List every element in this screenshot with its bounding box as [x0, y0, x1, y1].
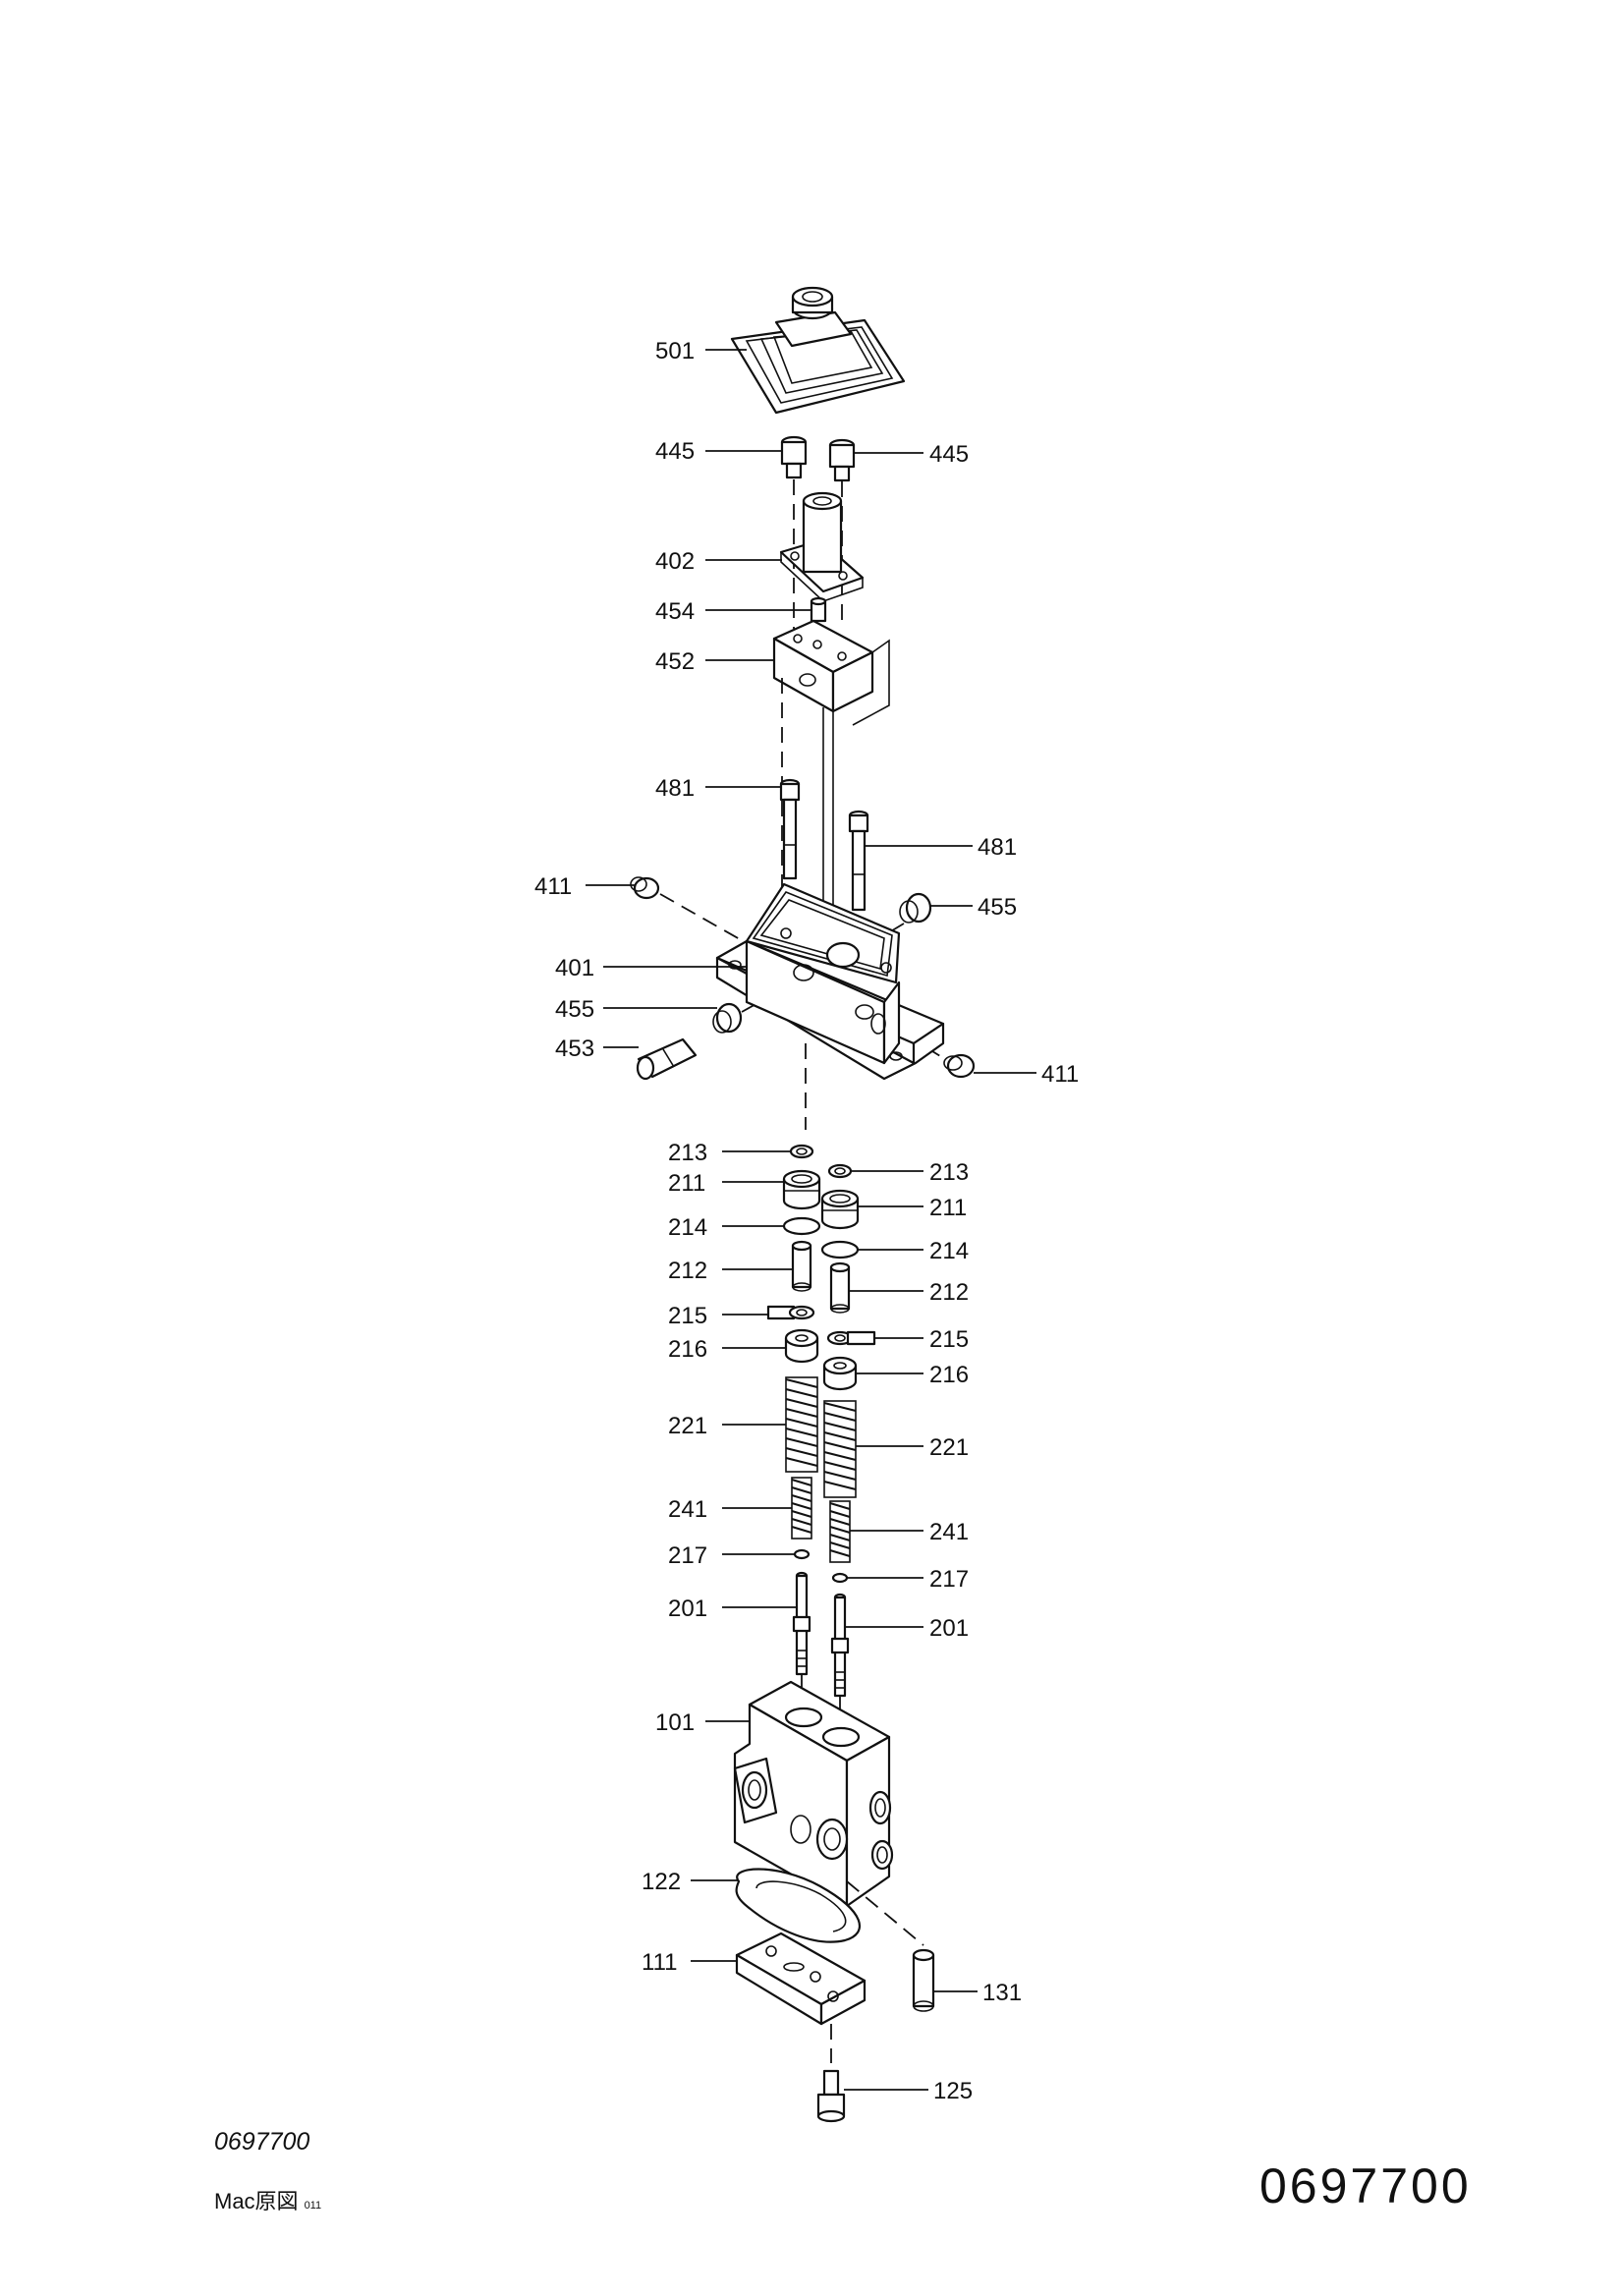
callout-452: 452 — [655, 648, 695, 675]
callout-411-right: 411 — [1041, 1061, 1079, 1088]
part-101-valve-body — [733, 1680, 894, 1908]
part-241-spring-left — [791, 1477, 812, 1540]
part-402-plate — [779, 491, 865, 602]
part-213-ring-right — [827, 1163, 853, 1179]
part-212-push-rod-left — [791, 1240, 812, 1292]
origin-code: 011 — [304, 2200, 322, 2212]
callout-201-right: 201 — [929, 1615, 969, 1642]
callout-216-left: 216 — [668, 1336, 707, 1363]
part-212-push-rod-right — [829, 1261, 851, 1314]
callout-217-right: 217 — [929, 1566, 969, 1593]
callout-454: 454 — [655, 598, 695, 625]
callout-445-left: 445 — [655, 438, 695, 465]
part-216-spring-seat-right — [822, 1356, 858, 1391]
callout-214-right: 214 — [929, 1238, 969, 1264]
part-217-washer-left — [793, 1548, 811, 1560]
callout-221-right: 221 — [929, 1434, 969, 1461]
callout-131: 131 — [982, 1980, 1022, 2006]
part-201-spool-left — [792, 1571, 811, 1676]
part-131-pin — [912, 1948, 935, 2012]
part-445-screw-right — [828, 438, 856, 482]
callout-211-left: 211 — [668, 1170, 705, 1197]
callout-455-left: 455 — [555, 996, 594, 1023]
part-214-oring-left — [782, 1216, 821, 1236]
callout-411-left: 411 — [534, 873, 572, 900]
callout-402: 402 — [655, 548, 695, 575]
callout-401: 401 — [555, 955, 594, 981]
part-481-bolt-right — [848, 810, 869, 912]
part-221-spring-left — [785, 1376, 818, 1473]
part-215-plate-left — [766, 1305, 815, 1320]
callout-481-left: 481 — [655, 775, 695, 802]
part-455-bushing-left — [712, 1002, 743, 1034]
callout-215-right: 215 — [929, 1326, 969, 1353]
document-number-large: 0697700 — [1259, 2158, 1472, 2213]
part-455-bushing-right — [899, 892, 932, 924]
callout-215-left: 215 — [668, 1303, 707, 1329]
part-213-ring-left — [789, 1144, 814, 1159]
part-211-seal-left — [782, 1169, 821, 1210]
callout-241-left: 241 — [668, 1496, 707, 1523]
part-445-screw-left — [780, 435, 808, 479]
part-216-spring-seat-left — [784, 1328, 819, 1364]
part-411-plug-left — [630, 876, 660, 900]
part-211-seal-right — [820, 1189, 860, 1230]
callout-445-right: 445 — [929, 441, 969, 468]
part-125-screw — [816, 2069, 846, 2123]
part-481-bolt-left — [779, 778, 801, 880]
callout-212-left: 212 — [668, 1258, 707, 1284]
callout-481-right: 481 — [978, 834, 1017, 861]
origin-note-label: Mac原図 — [214, 2189, 299, 2213]
part-111-plate — [735, 1932, 867, 2026]
callout-labels: 501 445 445 402 454 452 481 481 411 455 … — [534, 338, 1079, 2104]
callout-101: 101 — [655, 1709, 695, 1736]
part-453-pin — [636, 1037, 698, 1081]
callout-122: 122 — [642, 1869, 681, 1895]
part-122-oring — [735, 1868, 861, 1943]
callout-221-left: 221 — [668, 1413, 707, 1439]
part-201-spool-right — [830, 1593, 850, 1698]
callout-213-left: 213 — [668, 1140, 707, 1166]
callout-212-right: 212 — [929, 1279, 969, 1306]
part-401-casing — [715, 882, 945, 1081]
part-214-oring-right — [820, 1240, 860, 1260]
callout-453: 453 — [555, 1036, 594, 1062]
callout-111: 111 — [642, 1949, 677, 1976]
part-501-boot — [730, 286, 906, 415]
origin-note: Mac原図 011 — [214, 2184, 321, 2215]
part-241-spring-right — [829, 1500, 851, 1563]
callout-211-right: 211 — [929, 1195, 967, 1221]
callout-216-right: 216 — [929, 1362, 969, 1388]
callout-455-right: 455 — [978, 894, 1017, 921]
part-411-plug-right — [943, 1053, 976, 1079]
callout-217-left: 217 — [668, 1542, 707, 1569]
callout-501: 501 — [655, 338, 695, 364]
part-215-plate-right — [826, 1330, 876, 1346]
callout-241-right: 241 — [929, 1519, 969, 1545]
part-217-washer-right — [831, 1572, 849, 1584]
part-221-spring-right — [823, 1400, 857, 1498]
callout-201-left: 201 — [668, 1596, 707, 1622]
document-number-small: 0697700 — [214, 2128, 310, 2156]
callout-214-left: 214 — [668, 1214, 707, 1241]
callout-213-right: 213 — [929, 1159, 969, 1186]
part-452-block — [772, 619, 890, 726]
callout-125: 125 — [933, 2078, 973, 2104]
part-454-set-screw — [810, 596, 827, 623]
leader-lines — [586, 349, 1036, 2091]
